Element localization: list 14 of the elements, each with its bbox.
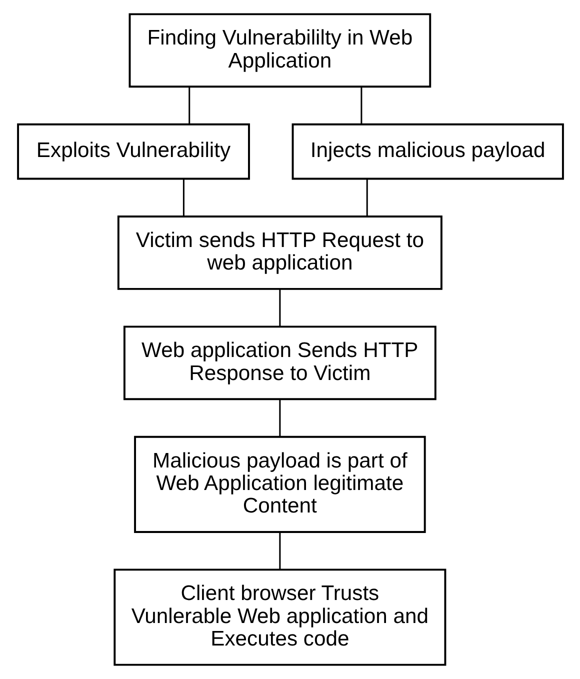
node-box: Injects malicious payload (291, 123, 564, 180)
connector (188, 86, 190, 124)
connector (360, 86, 362, 124)
connector (278, 289, 280, 326)
node-box: Victim sends HTTP Request to web application (116, 216, 442, 290)
node-box: Exploits Vulnerability (16, 123, 250, 180)
node-box: Malicious payload is part of Web Application legitimate Content (134, 436, 426, 533)
connector (278, 532, 280, 570)
node-box: Client browser Trusts Vunlerable Web application and Executes code (113, 568, 446, 666)
connector (366, 179, 368, 216)
connector (278, 399, 280, 437)
connector (182, 179, 184, 216)
node-box: Web application Sends HTTP Response to Victim (122, 326, 436, 400)
node-box: Finding Vulnerabililty in Web Application (128, 13, 431, 88)
